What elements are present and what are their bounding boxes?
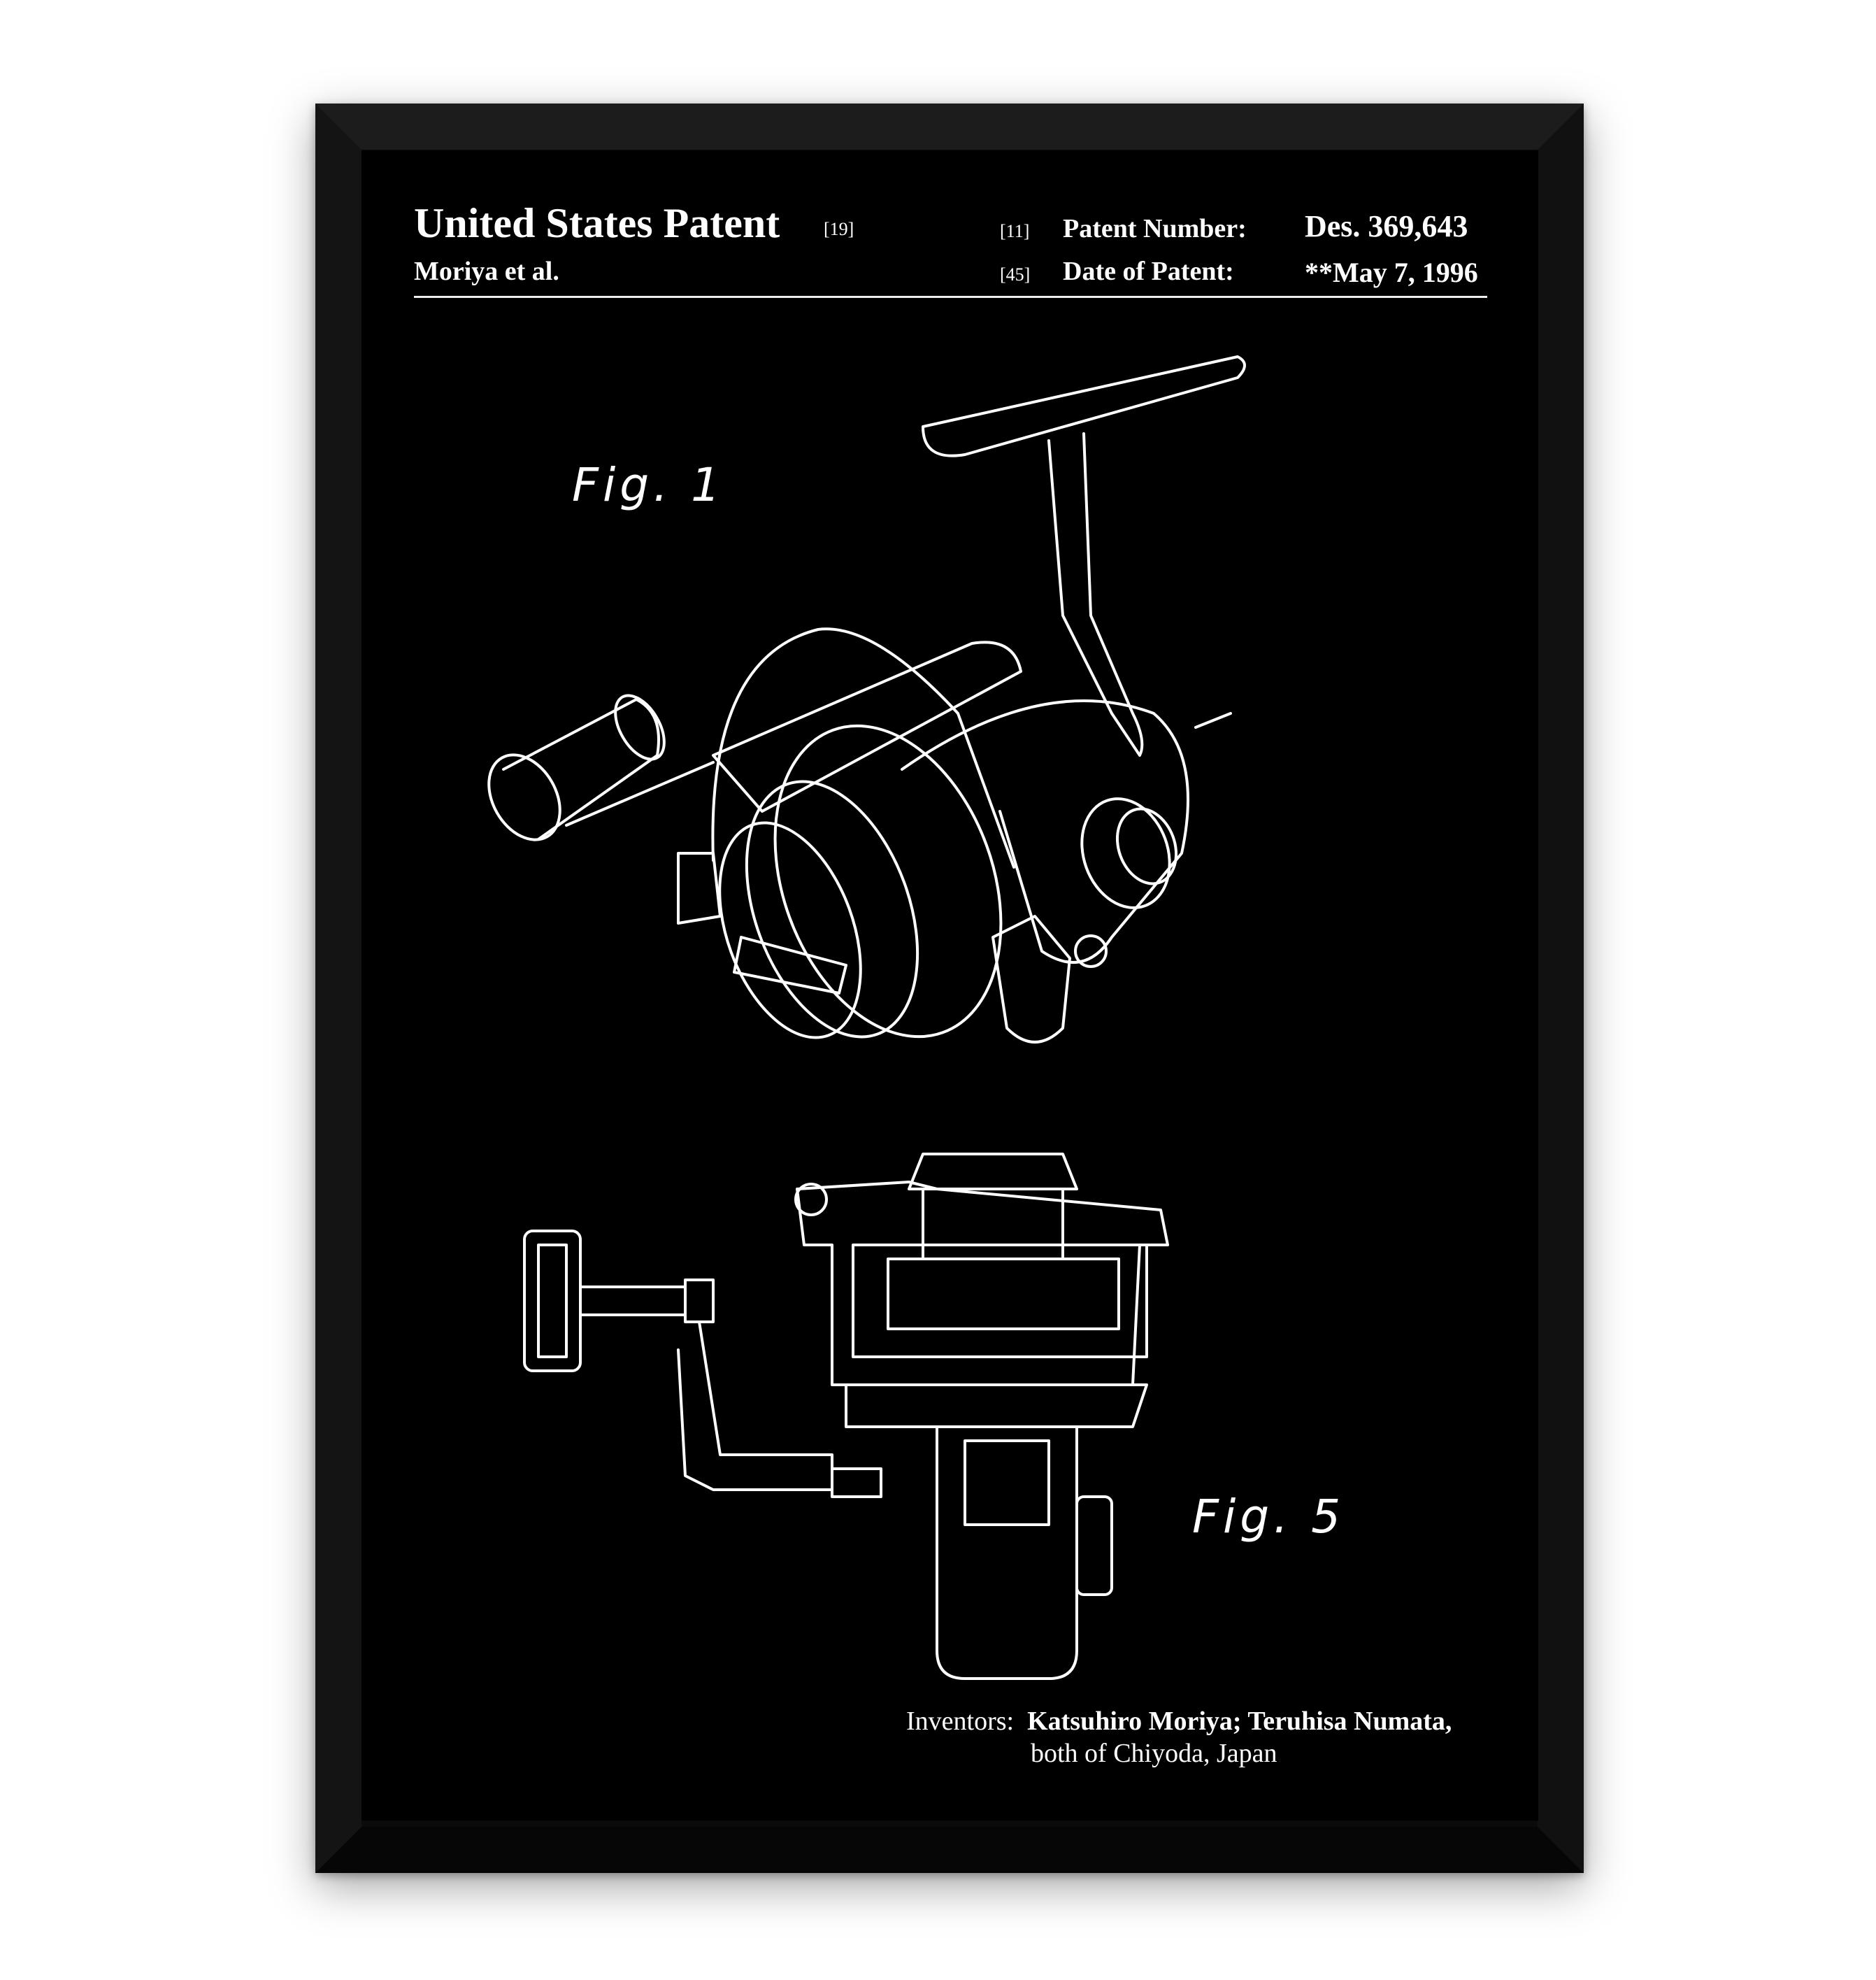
patent-number-code: [11] bbox=[1000, 221, 1030, 241]
patent-number: Des. 369,643 bbox=[1305, 209, 1468, 243]
fig5-reel-drawing bbox=[523, 1153, 1169, 1680]
poster-background bbox=[361, 150, 1538, 1821]
patent-number-label: Patent Number: bbox=[1063, 214, 1247, 243]
fig1-label: Fig. 1 bbox=[572, 458, 725, 512]
patent-author: Moriya et al. bbox=[414, 257, 559, 286]
inventors-label: Inventors: bbox=[906, 1707, 1015, 1736]
date-code: [45] bbox=[1000, 264, 1031, 285]
header-divider bbox=[414, 296, 1487, 298]
fig5-label: Fig. 5 bbox=[1192, 1490, 1345, 1544]
fig1-reel-drawing bbox=[487, 355, 1246, 1044]
frame-bevel bbox=[315, 104, 1584, 1873]
patent-date: **May 7, 1996 bbox=[1305, 257, 1478, 288]
date-label: Date of Patent: bbox=[1063, 257, 1234, 286]
patent-title: United States Patent bbox=[414, 200, 780, 246]
inventor-names: Katsuhiro Moriya; Teruhisa Numata, bbox=[1027, 1707, 1452, 1736]
inventor-location: both of Chiyoda, Japan bbox=[1031, 1739, 1277, 1768]
title-code: [19] bbox=[824, 219, 854, 239]
inventors-block: Inventors: Katsuhiro Moriya; Teruhisa Nu… bbox=[906, 1705, 1452, 1769]
